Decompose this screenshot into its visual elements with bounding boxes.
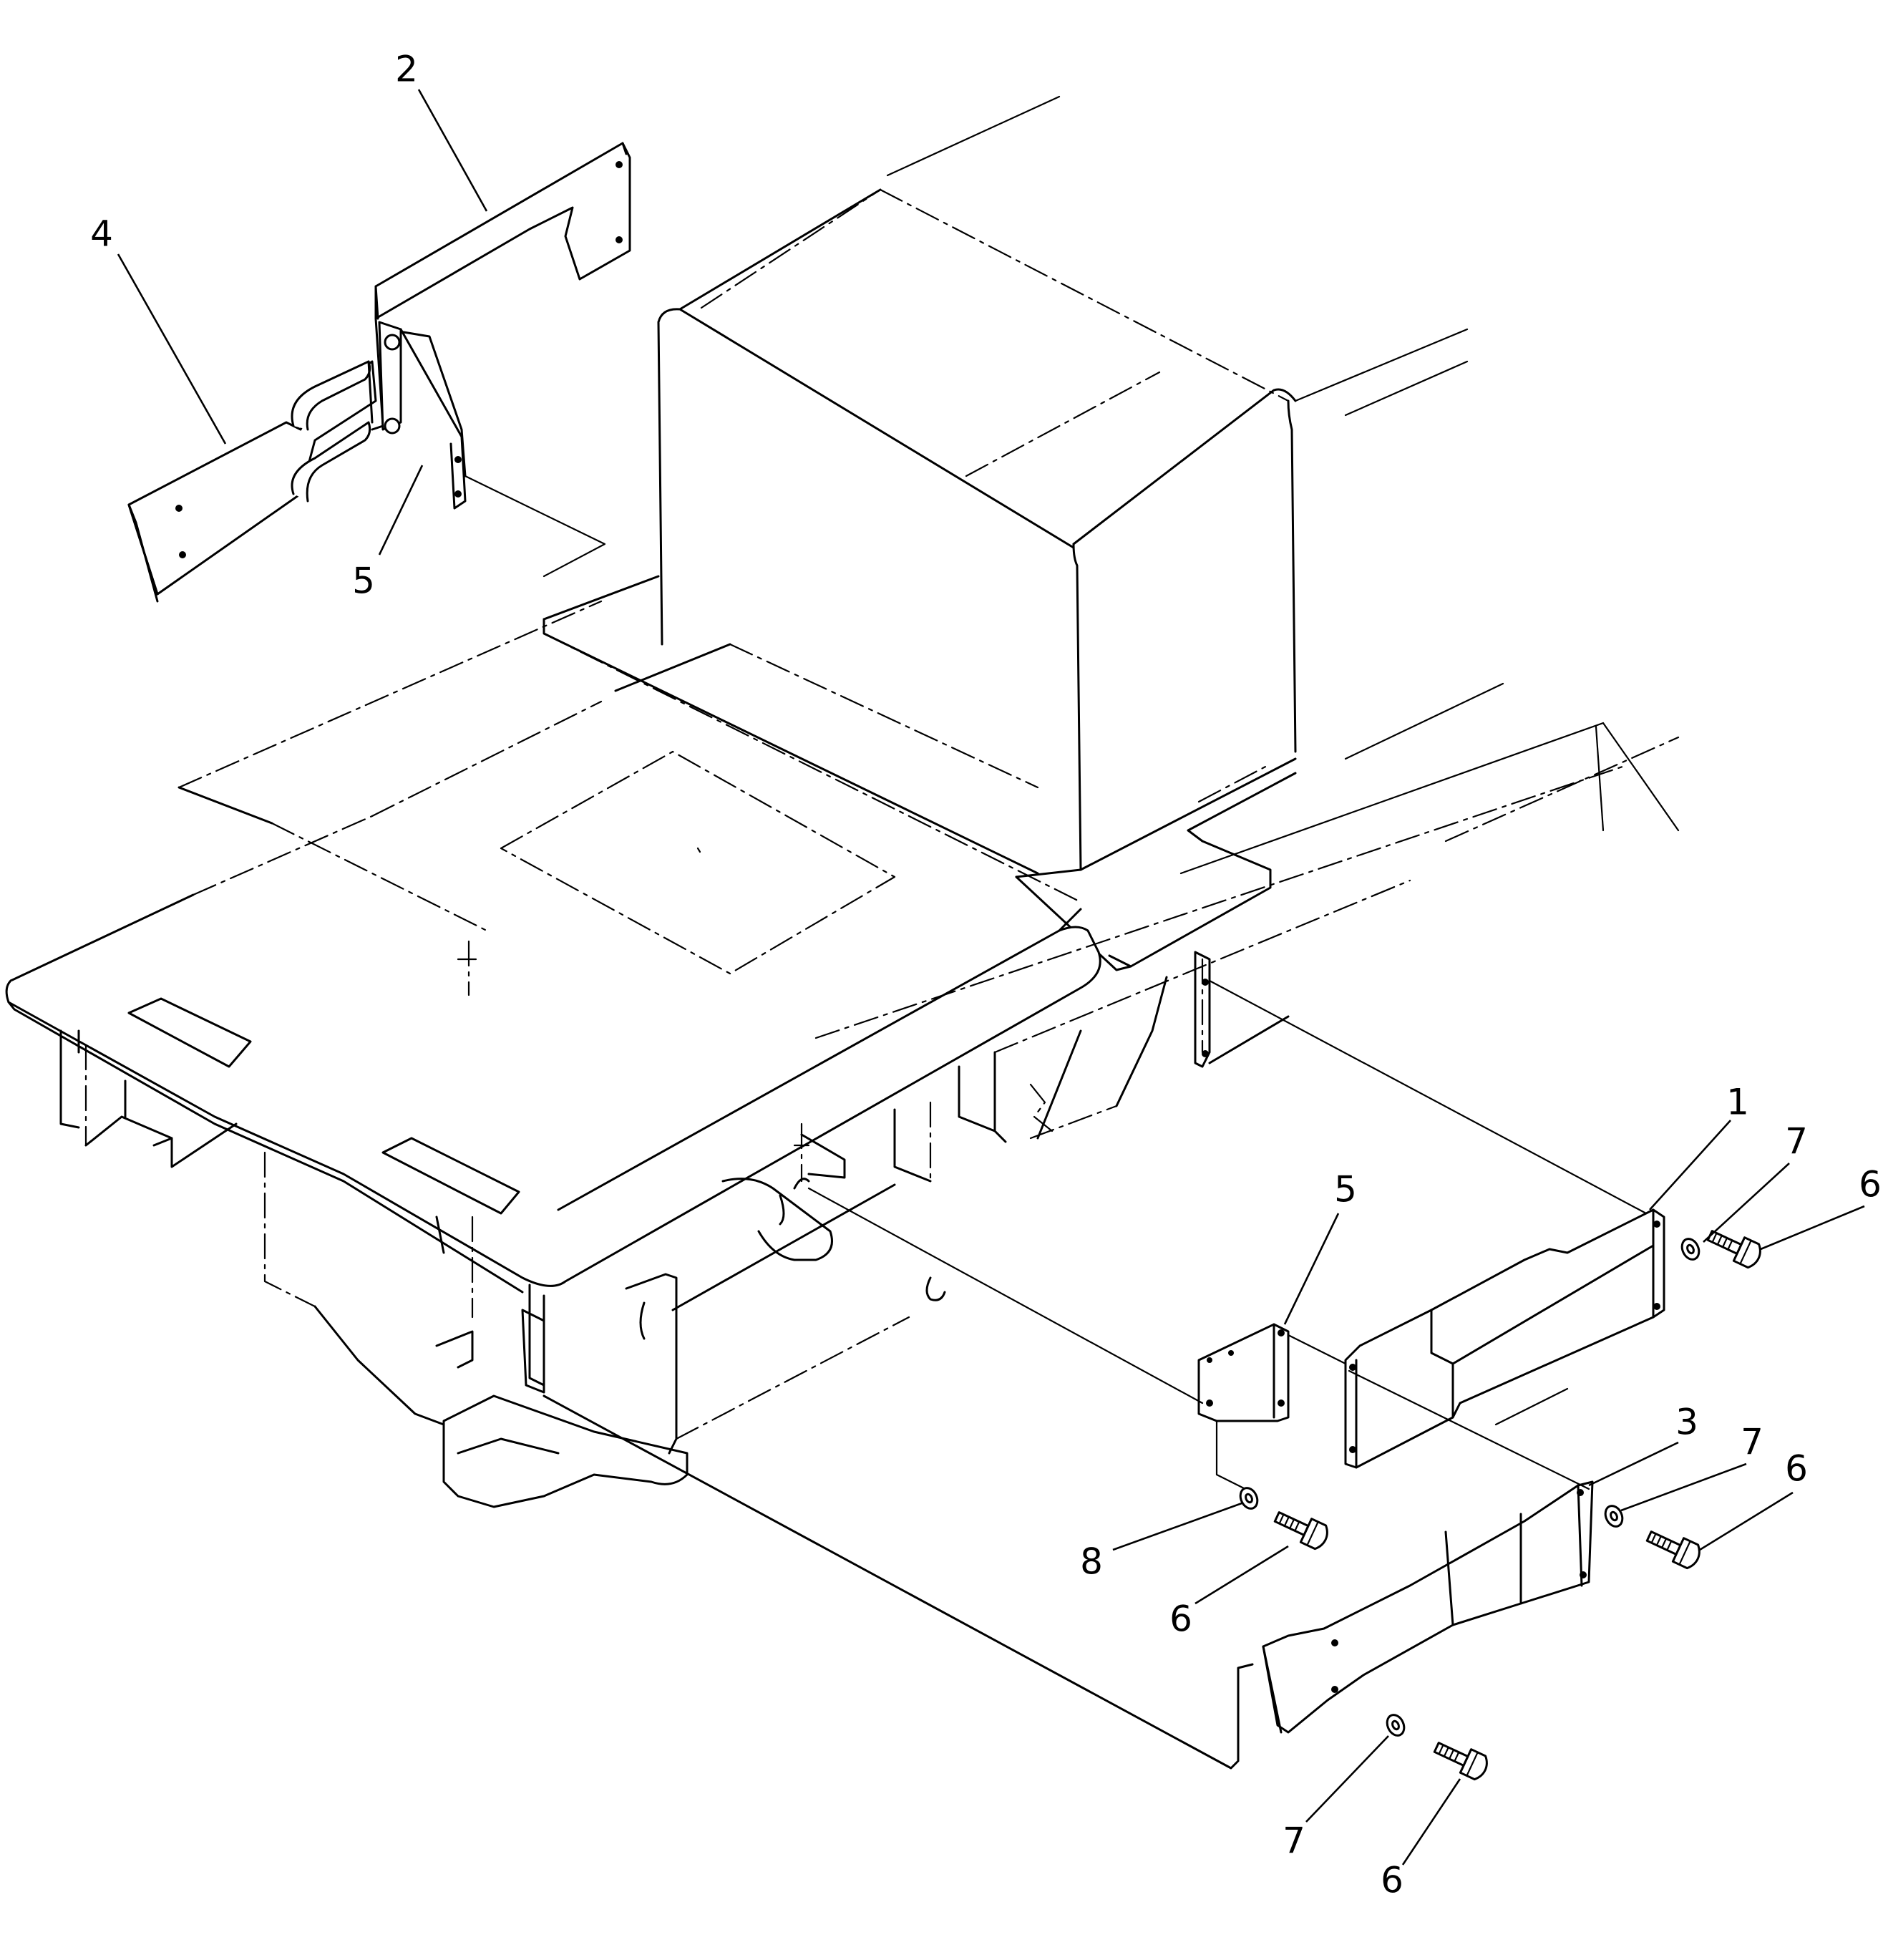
- part-3-cover: [1262, 1369, 1594, 1734]
- callout-1: 1: [1726, 1082, 1749, 1123]
- side-panel-phantom: [542, 765, 1626, 1770]
- callout-6-bracket: 6: [1169, 1598, 1192, 1640]
- washer-7a: [1680, 1238, 1700, 1261]
- bolt-6a: [1706, 1230, 1761, 1269]
- callout-5-upper: 5: [352, 561, 375, 602]
- part-2-cover: [371, 142, 631, 510]
- washer-8: [1239, 1487, 1259, 1510]
- leader-lines: [117, 89, 1865, 1866]
- callout-6-middle: 6: [1785, 1448, 1808, 1490]
- callout-7-upper: 7: [1785, 1121, 1808, 1163]
- bolt-6b: [1645, 1530, 1700, 1570]
- bolt-6d: [1433, 1742, 1488, 1781]
- tank-box-phantom: [657, 188, 1297, 871]
- callout-7-lower: 7: [1283, 1820, 1305, 1862]
- callout-labels: 2 4 5 1 7 6 5 3 7 6 8 6 7 6: [90, 49, 1882, 1901]
- part-4-cover: [127, 360, 606, 603]
- bolt-6c: [1273, 1511, 1328, 1551]
- callout-4: 4: [90, 213, 113, 255]
- part-1-cover: [1208, 979, 1665, 1469]
- callout-7-middle: 7: [1741, 1422, 1763, 1463]
- callout-3: 3: [1675, 1402, 1698, 1443]
- machine-frame-phantom: [886, 95, 1680, 1054]
- callout-8: 8: [1080, 1541, 1103, 1583]
- callout-6-upper: 6: [1859, 1164, 1882, 1205]
- washer-7c: [1386, 1714, 1406, 1737]
- callout-2: 2: [395, 49, 418, 90]
- callout-6-lower: 6: [1381, 1860, 1403, 1901]
- deck-platform: [5, 575, 1297, 1294]
- washer-7b: [1604, 1505, 1624, 1528]
- callout-5-lower: 5: [1334, 1169, 1357, 1211]
- under-structure: [59, 951, 1290, 1508]
- fasteners: [1239, 1230, 1761, 1781]
- part-5-bracket: [807, 1187, 1347, 1490]
